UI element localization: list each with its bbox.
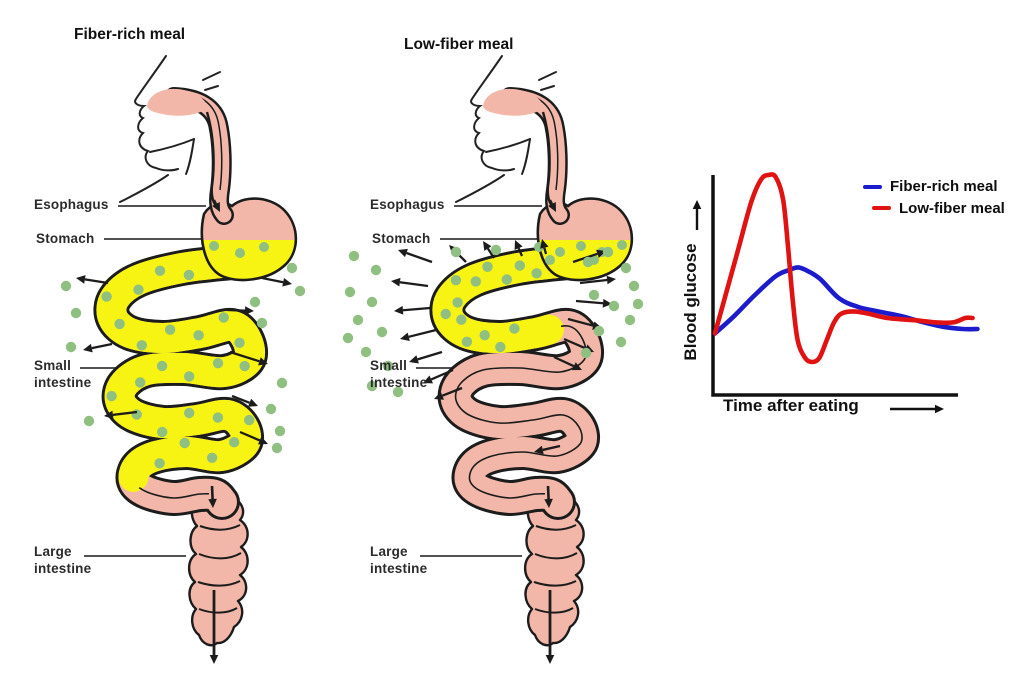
arrow <box>579 275 616 285</box>
large-intestine-label-line1: Large <box>370 544 408 559</box>
arrow <box>423 368 454 384</box>
small-intestine <box>429 244 605 520</box>
small-intestine-label-line1: Small <box>34 358 72 373</box>
mouth <box>147 88 207 116</box>
small-intestine <box>93 244 269 520</box>
panel-title-fiber-rich: Fiber-rich meal <box>74 26 186 43</box>
digestive-tract-illustration-low-fiber <box>342 55 644 664</box>
x-axis-label: Time after eating <box>723 396 859 415</box>
small-intestine-label: Small intestine <box>370 357 427 391</box>
arrow <box>239 430 268 445</box>
small-intestine-label-line1: Small <box>370 358 408 373</box>
flow-arrow-colon-exit <box>545 590 555 664</box>
small-intestine-label-line2: intestine <box>34 375 92 390</box>
arrow <box>540 239 549 255</box>
large-intestine <box>523 491 585 647</box>
chart-legend: Fiber-rich meal Low-fiber meal <box>863 177 1005 218</box>
flow-arrow-in-tube <box>534 444 561 455</box>
legend-label-low-fiber: Low-fiber meal <box>899 199 1005 217</box>
arrow <box>553 355 582 371</box>
glucose-dots-inside <box>101 249 255 469</box>
absorption-arrows <box>76 275 292 445</box>
y-axis-label: Blood glucose <box>681 243 700 361</box>
arrow <box>514 240 524 257</box>
small-intestine-label: Small intestine <box>34 357 91 391</box>
mouth <box>483 88 543 116</box>
large-intestine-label-line2: intestine <box>370 561 428 576</box>
flow-arrow-colon-exit <box>209 590 219 664</box>
arrow <box>212 199 220 212</box>
fiber-rich-line-swatch <box>863 184 882 189</box>
chart-plot-area <box>692 172 980 414</box>
low-fiber-line-swatch <box>872 206 891 211</box>
arrow <box>229 350 268 366</box>
arrow <box>231 394 258 407</box>
stomach-label: Stomach <box>372 231 431 246</box>
large-intestine-label-line1: Large <box>34 544 72 559</box>
glucose-dots-absorbed <box>60 262 306 454</box>
large-intestine <box>187 491 249 647</box>
arrow <box>226 306 254 315</box>
head-profile <box>119 55 221 203</box>
y-axis-direction-arrow <box>692 200 702 230</box>
arrow <box>83 342 113 353</box>
small-intestine-label-line2: intestine <box>370 375 428 390</box>
axes <box>711 175 958 397</box>
arrow <box>400 328 437 341</box>
arrow <box>261 276 292 287</box>
x-axis-direction-arrow <box>890 404 944 414</box>
flow-arrow-into-colon <box>208 485 217 508</box>
arrow <box>575 298 612 308</box>
arrow <box>434 386 463 400</box>
glucose-dots-absorbed <box>342 244 644 398</box>
esophagus-label: Esophagus <box>34 197 109 212</box>
arrow <box>483 241 495 259</box>
panel-fiber-rich-meal: Fiber-rich meal Esophagus Stomach Small … <box>0 0 340 678</box>
label-pointer-lines <box>416 205 542 557</box>
chyme-yellow-fill <box>96 247 266 517</box>
arrow <box>548 199 556 212</box>
curve-fiber-rich <box>712 265 980 336</box>
legend-label-fiber-rich: Fiber-rich meal <box>890 178 998 195</box>
curve-low-fiber <box>712 172 975 365</box>
arrow <box>409 350 443 364</box>
digestive-tract-illustration-fiber-rich <box>60 55 306 664</box>
large-intestine-label-line2: intestine <box>34 561 92 576</box>
arrow <box>398 248 433 264</box>
arrow <box>391 277 429 288</box>
large-intestine-label: Large intestine <box>370 543 427 577</box>
stomach-label: Stomach <box>36 231 95 246</box>
head-profile <box>455 55 557 203</box>
blood-glucose-chart: Blood glucose Time after eating Fiber-ri… <box>680 150 1024 440</box>
chyme-yellow-fill <box>432 247 602 517</box>
legend-item-fiber-rich: Fiber-rich meal <box>863 177 1005 197</box>
arrow <box>76 275 109 285</box>
large-intestine-label: Large intestine <box>34 543 91 577</box>
panel-low-fiber-meal: Low-fiber meal Esophagus Stomach Small i… <box>336 0 676 678</box>
arrow <box>104 410 138 420</box>
flow-arrow-into-colon <box>544 485 553 508</box>
arrow <box>394 305 431 315</box>
esophagus-label: Esophagus <box>370 197 445 212</box>
panel-title-low-fiber: Low-fiber meal <box>404 36 514 53</box>
legend-item-low-fiber: Low-fiber meal <box>872 199 1005 219</box>
